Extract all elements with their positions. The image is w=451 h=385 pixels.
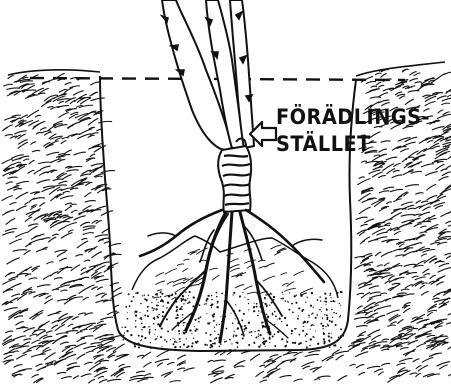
soil-bottom <box>3 334 451 383</box>
left-bank-surface <box>8 70 100 75</box>
right-bank-surface <box>356 62 445 76</box>
graft-union <box>218 139 251 212</box>
label-line-2: STÄLLET <box>276 131 432 158</box>
roots <box>140 210 324 342</box>
graft-union-label: FÖRÄDLINGS- STÄLLET <box>276 104 446 158</box>
soil-mound-stipple <box>122 291 345 349</box>
soil-left-bank <box>2 73 124 349</box>
label-line-1: FÖRÄDLINGS- <box>276 104 432 131</box>
soil-mound-hatching <box>153 245 313 300</box>
